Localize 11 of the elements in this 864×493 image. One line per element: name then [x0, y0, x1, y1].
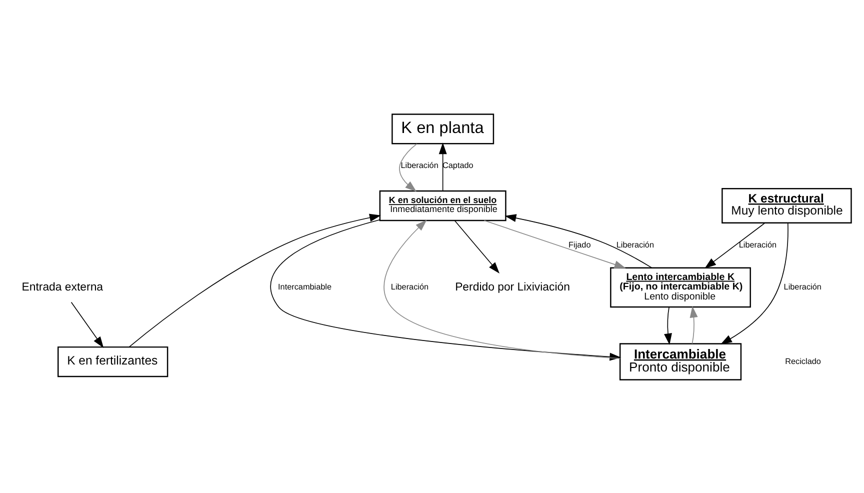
- edge-label: Liberación: [738, 240, 777, 249]
- edge-label: Liberación: [616, 240, 654, 249]
- edge-label: Intercambiable: [278, 282, 332, 291]
- edge-label: Liberación: [784, 282, 822, 291]
- label: Reciclado: [785, 356, 821, 366]
- edge-label: Liberación: [400, 160, 438, 170]
- node-text: Perdido por Lixiviación: [455, 280, 570, 293]
- edge-label: Liberación: [390, 282, 429, 291]
- edge-label: Captado: [442, 160, 474, 170]
- node-text: Entrada externa: [22, 280, 104, 293]
- edge-label: Fijado: [568, 240, 591, 249]
